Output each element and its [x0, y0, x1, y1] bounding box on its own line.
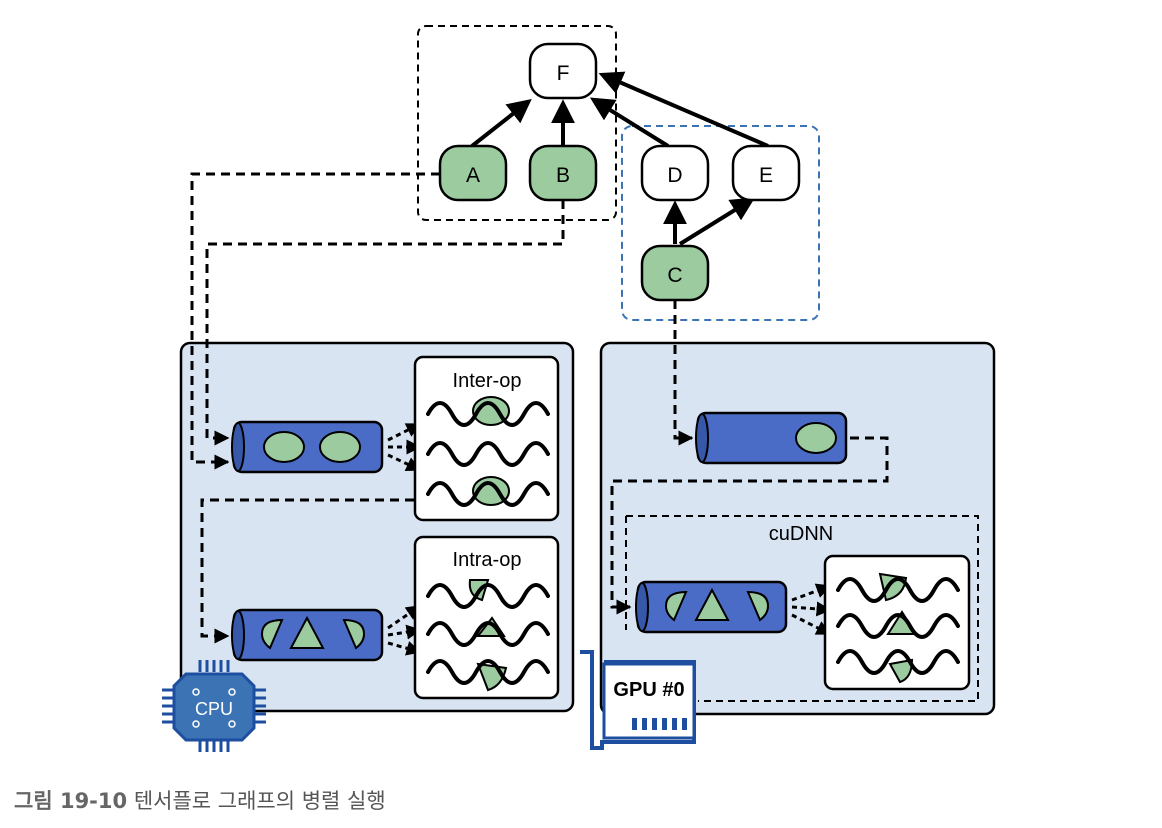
- node-f-label: F: [557, 62, 570, 85]
- intraop-label: Intra-op: [453, 549, 522, 571]
- node-e-label: E: [759, 164, 773, 187]
- node-f: F: [528, 42, 598, 100]
- gpu-card-label: GPU #0: [613, 679, 684, 701]
- flow-c-to-gpu-queue: [673, 300, 694, 446]
- cudnn-threads-box: [823, 554, 971, 691]
- edge-d-f: [589, 97, 670, 148]
- figure-caption-text: 텐서플로 그래프의 병렬 실행: [133, 789, 386, 813]
- interop-threads-box: Inter-op: [413, 355, 560, 522]
- cpu-chip-icon: CPU: [162, 660, 266, 752]
- dataflow-lines: [190, 172, 979, 702]
- cpu-chip-label: CPU: [195, 699, 233, 719]
- figure-number: 그림 19-10: [14, 789, 128, 813]
- cudnn-dispatch-arrows: [791, 583, 832, 636]
- figure-caption: 그림 19-10 텐서플로 그래프의 병렬 실행: [14, 785, 386, 815]
- flow-interop-to-intraop-queue: [200, 498, 414, 644]
- interop-label: Inter-op: [453, 370, 522, 392]
- node-b-label: B: [556, 164, 570, 187]
- cpu-subgraph-box: [417, 25, 617, 221]
- node-c-label: C: [667, 264, 682, 287]
- node-a-label: A: [466, 164, 480, 187]
- cudnn-label: cuDNN: [769, 523, 833, 545]
- node-e: E: [731, 144, 801, 202]
- flow-a-to-cpu-queue: [190, 172, 440, 470]
- intraop-threads-box: Intra-op: [413, 535, 560, 700]
- edge-a-f: [470, 99, 532, 148]
- node-a: A: [438, 144, 508, 202]
- node-d: D: [640, 144, 710, 202]
- node-d-label: D: [667, 164, 682, 187]
- flow-gpu-queue-to-cudnn: [610, 436, 889, 615]
- node-b: B: [528, 144, 598, 202]
- cudnn-box: [626, 515, 979, 702]
- cpu-intraop-queue: [231, 608, 384, 662]
- edge-e-f: [598, 71, 769, 148]
- edge-c-e: [678, 197, 756, 246]
- gpu-queue: [695, 411, 848, 465]
- flow-b-to-cpu-queue: [205, 200, 565, 446]
- cpu-interop-queue: [231, 420, 384, 474]
- cudnn-queue: [635, 580, 788, 634]
- graph-edges: [470, 71, 769, 246]
- gpu-card-icon: GPU #0: [580, 650, 696, 750]
- node-c: C: [640, 244, 710, 302]
